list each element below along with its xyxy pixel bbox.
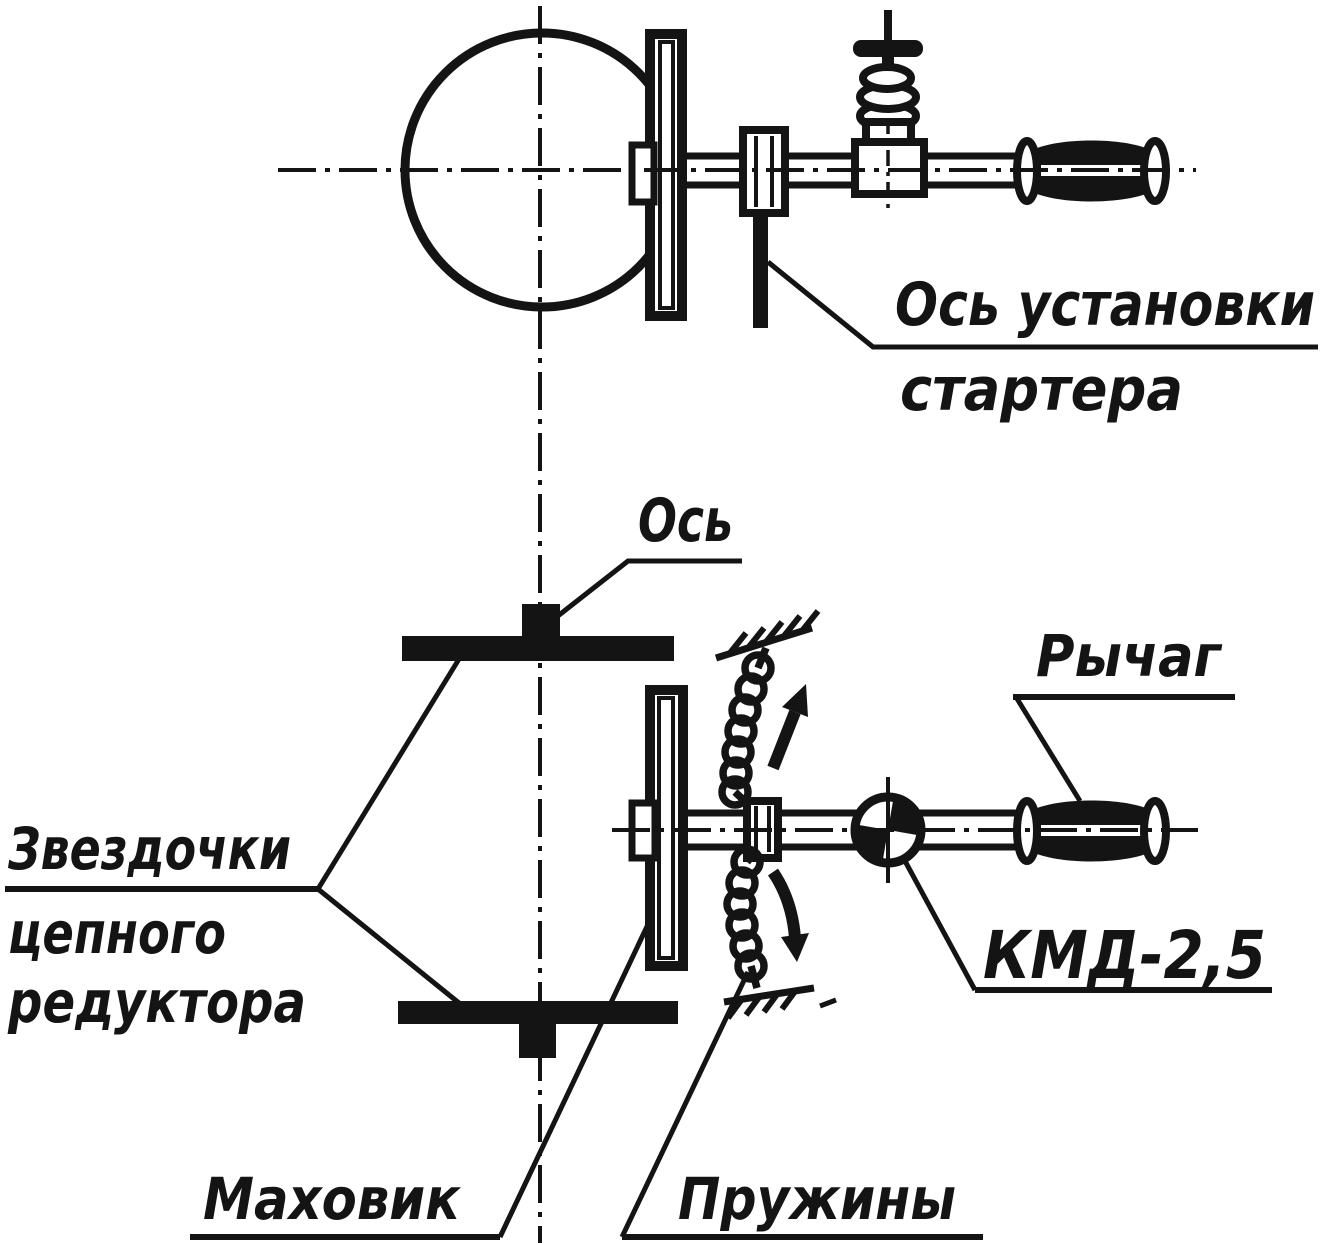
- leader-axis: [552, 558, 742, 621]
- t-handle-stem-top: [884, 10, 892, 42]
- leader-engine: [902, 859, 978, 992]
- label-engine-model: КМД-2,5: [983, 917, 1266, 994]
- leader-flywheel: [497, 914, 655, 1239]
- leader-sprockets-upper: [315, 657, 462, 891]
- labels: Ось установки стартера Ось Рычаг КМД-2,5…: [7, 270, 1315, 1233]
- leader-lines: [5, 260, 1318, 1240]
- crank-sector-upper: [888, 801, 918, 835]
- leader-springs: [619, 970, 751, 1239]
- top-assembly: [400, 10, 1170, 328]
- drive-plate-top-inner: [658, 40, 675, 310]
- label-lever: Рычаг: [1036, 622, 1223, 690]
- centerlines: [278, 6, 1198, 1243]
- axis-stub-bottom: [519, 1024, 556, 1058]
- upper-spring-anchor: [714, 609, 821, 662]
- label-sprockets-line1: Звездочки: [7, 815, 291, 883]
- label-starter-axis-line2: стартера: [900, 355, 1183, 425]
- label-sprockets-line2: цепного: [8, 899, 226, 967]
- up-arrow: [767, 684, 808, 771]
- label-springs: Пружины: [678, 1165, 956, 1233]
- t-handle-bar: [853, 40, 923, 57]
- hub-bracket-top: [628, 141, 658, 206]
- valve-spring-coil: [859, 63, 915, 93]
- label-axis: Ось: [638, 486, 733, 556]
- leader-starter-axis: [766, 260, 1318, 350]
- leader-lever: [1013, 695, 1083, 803]
- label-flywheel: Маховик: [203, 1165, 461, 1233]
- lower-spring: [723, 845, 768, 989]
- label-sprockets-line3: редуктора: [7, 968, 306, 1036]
- grip-highlight-bottom: [1041, 825, 1142, 836]
- starter-pin: [753, 210, 768, 328]
- label-starter-axis-line1: Ось установки: [895, 270, 1315, 340]
- crank-sector-lower: [858, 825, 888, 859]
- down-arrow: [767, 868, 809, 962]
- handle-grip-bottom: [1013, 797, 1170, 865]
- upper-spring: [718, 646, 775, 809]
- ratchet-valve-unit: [851, 10, 928, 198]
- leader-sprockets-lower: [316, 887, 461, 1005]
